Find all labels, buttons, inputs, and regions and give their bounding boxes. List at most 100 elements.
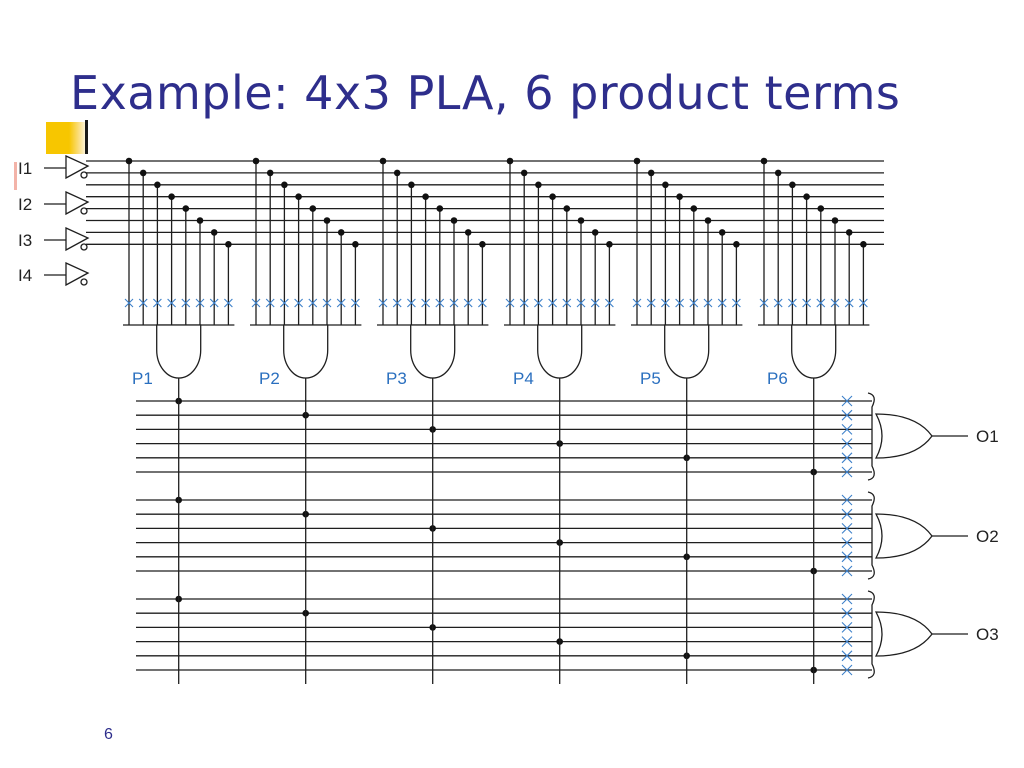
and-connection-dot — [422, 193, 429, 200]
programmable-fuse-mark — [548, 298, 557, 308]
programmable-fuse-mark — [759, 298, 769, 308]
and-gate — [283, 324, 329, 379]
or-output-group — [136, 491, 968, 580]
and-connection-dot — [436, 205, 444, 212]
programmable-fuse-mark — [605, 298, 614, 308]
and-gate — [156, 324, 202, 379]
and-connection-dot — [323, 217, 331, 224]
input-inverter-bubble — [80, 207, 88, 215]
programmable-fuse-mark — [435, 298, 445, 308]
programmable-fuse-mark — [576, 298, 586, 308]
and-gate — [410, 324, 456, 379]
page-number: 6 — [104, 726, 113, 743]
and-connection-dot — [450, 217, 458, 224]
programmable-fuse-mark — [124, 298, 134, 308]
product-term-label: P5 — [640, 369, 661, 388]
input-inverter-bubble — [80, 278, 88, 286]
programmable-fuse-mark — [251, 298, 261, 308]
and-connection-dot — [210, 229, 218, 236]
programmable-fuse-mark — [841, 551, 853, 563]
and-connection-dot — [506, 157, 514, 165]
programmable-fuse-mark — [841, 466, 853, 478]
and-connection-dot — [549, 193, 556, 200]
and-connection-dot — [393, 169, 401, 177]
and-gate — [791, 324, 837, 379]
and-connection-dot — [591, 229, 599, 236]
programmable-fuse-mark — [841, 622, 853, 633]
programmable-fuse-mark — [841, 424, 853, 435]
programmable-fuse-mark — [138, 298, 148, 308]
and-connection-dot — [154, 181, 161, 189]
slide-title: Example: 4x3 PLA, 6 product terms — [70, 66, 901, 120]
programmable-fuse-mark — [167, 298, 176, 308]
and-connection-dot — [196, 217, 204, 224]
programmable-fuse-mark — [646, 298, 656, 308]
and-connection-dot — [479, 241, 486, 248]
product-term-block — [504, 157, 616, 379]
programmable-fuse-mark — [841, 636, 853, 647]
slide-side-accent — [14, 162, 17, 190]
programmable-fuse-mark — [844, 298, 854, 308]
programmable-fuse-mark — [632, 298, 642, 308]
and-connection-dot — [125, 157, 133, 165]
programmable-fuse-mark — [562, 298, 572, 308]
input-buffer-gate — [65, 261, 90, 287]
input-label: I2 — [18, 195, 32, 214]
programmable-fuse-mark — [841, 438, 853, 449]
output-label: O3 — [976, 625, 999, 644]
product-term-label: P2 — [259, 369, 280, 388]
programmable-fuse-mark — [841, 593, 853, 605]
programmable-fuse-mark — [675, 298, 684, 308]
or-input-bus — [867, 590, 875, 679]
programmable-fuse-mark — [534, 298, 543, 308]
and-connection-dot — [379, 157, 387, 165]
product-term-block — [631, 157, 743, 379]
product-term-label: P4 — [513, 369, 534, 388]
programmable-fuse-mark — [407, 298, 416, 308]
title-accent-line — [85, 120, 88, 154]
programmable-fuse-mark — [816, 298, 826, 308]
programmable-fuse-mark — [841, 664, 853, 676]
programmable-fuse-mark — [449, 298, 459, 308]
and-connection-dot — [718, 229, 726, 236]
input-label: I1 — [18, 159, 32, 178]
programmable-fuse-mark — [478, 298, 487, 308]
programmable-fuse-mark — [378, 298, 388, 308]
programmable-fuse-mark — [788, 298, 797, 308]
programmable-fuse-mark — [463, 298, 473, 308]
and-connection-dot — [845, 229, 853, 236]
programmable-fuse-mark — [265, 298, 275, 308]
and-connection-dot — [577, 217, 585, 224]
programmable-fuse-mark — [841, 537, 853, 548]
title-accent-bar — [46, 122, 88, 154]
product-term-block — [758, 157, 870, 379]
product-term-block — [250, 157, 362, 379]
and-connection-dot — [774, 169, 782, 177]
programmable-fuse-mark — [336, 298, 346, 308]
product-term-label: P6 — [767, 369, 788, 388]
and-connection-dot — [690, 205, 698, 212]
and-connection-dot — [760, 157, 768, 165]
programmable-fuse-mark — [294, 298, 303, 308]
and-connection-dot — [464, 229, 472, 236]
input-inverter-bubble — [80, 171, 88, 179]
and-connection-dot — [295, 193, 302, 200]
and-connection-dot — [789, 181, 796, 189]
and-connection-dot — [633, 157, 641, 165]
programmable-fuse-mark — [153, 298, 162, 308]
and-connection-dot — [352, 241, 359, 248]
programmable-fuse-mark — [841, 452, 853, 464]
programmable-fuse-mark — [841, 650, 853, 662]
or-gate — [874, 413, 933, 459]
or-gate — [874, 611, 933, 657]
input-label: I3 — [18, 231, 32, 250]
or-input-bus — [867, 392, 875, 481]
input-buffer-gate — [65, 226, 90, 252]
and-connection-dot — [831, 217, 839, 224]
and-connection-dot — [139, 169, 147, 177]
programmable-fuse-mark — [841, 565, 853, 577]
programmable-fuse-mark — [224, 298, 233, 308]
and-connection-dot — [266, 169, 274, 177]
